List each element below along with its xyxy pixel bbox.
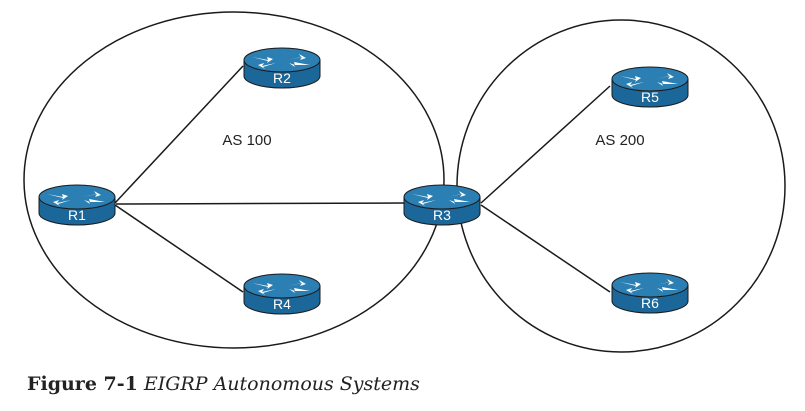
router-r4-label: R4 <box>273 296 291 312</box>
router-r6-label: R6 <box>641 295 659 311</box>
router-r3: R3 <box>403 184 481 226</box>
as100-label: AS 100 <box>222 132 271 149</box>
figure-caption: Figure 7-1 EIGRP Autonomous Systems <box>27 373 420 395</box>
router-r1-label: R1 <box>68 207 86 223</box>
figure-title: EIGRP Autonomous Systems <box>143 373 420 395</box>
link-r3-r5 <box>480 85 611 204</box>
router-r5-label: R5 <box>641 89 659 105</box>
router-r2-label: R2 <box>273 70 291 86</box>
link-r3-r6 <box>480 204 611 293</box>
router-r6: R6 <box>611 272 689 314</box>
router-r1: R1 <box>38 184 116 226</box>
as100-boundary <box>23 11 445 349</box>
link-r1-r3 <box>115 202 405 205</box>
router-r3-label: R3 <box>433 207 451 223</box>
router-r4: R4 <box>243 273 321 315</box>
link-r1-r2 <box>114 65 244 204</box>
router-r5: R5 <box>611 66 689 108</box>
figure-number: Figure 7-1 <box>27 373 138 395</box>
link-r1-r4 <box>114 204 244 293</box>
links <box>114 65 611 293</box>
eigrp-diagram: AS 100 AS 200 R1 R2 R3 R4 R5 R6 <box>23 11 786 353</box>
as200-label: AS 200 <box>595 132 644 149</box>
router-r2: R2 <box>243 47 321 89</box>
